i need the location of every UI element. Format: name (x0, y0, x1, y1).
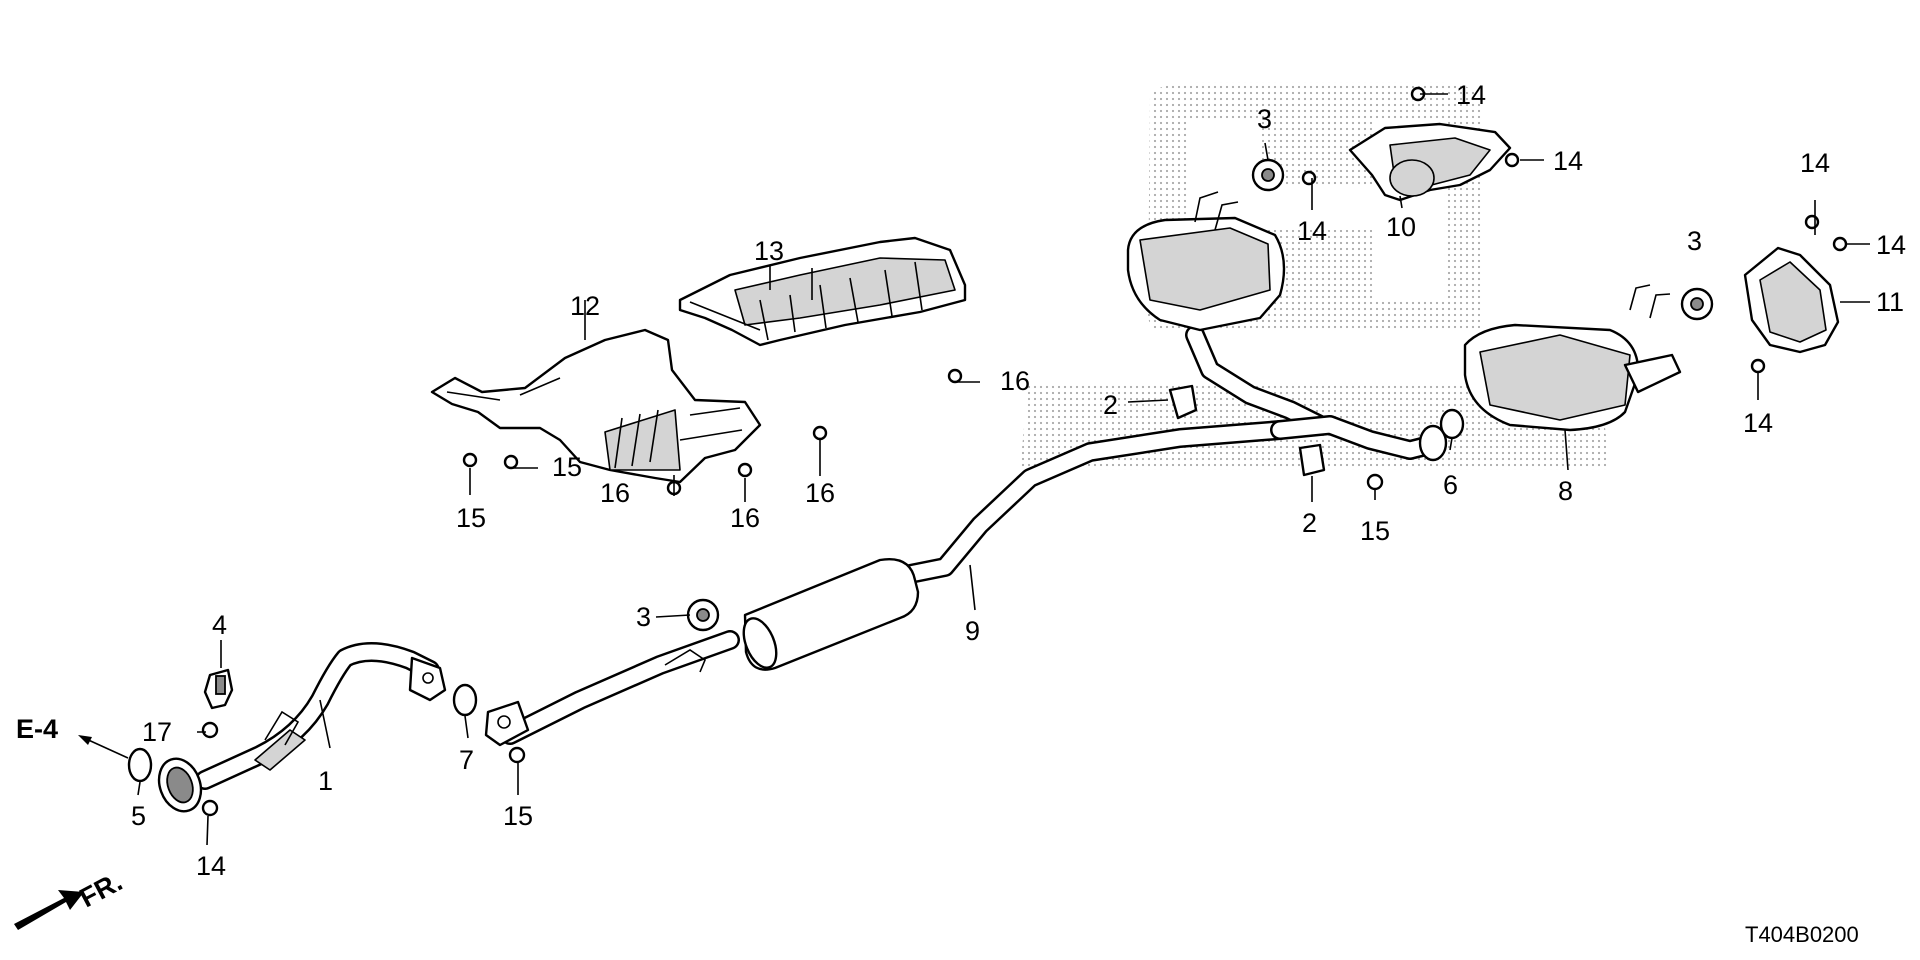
heat-shield-upper (1348, 122, 1512, 202)
callout-3b: 3 (1687, 226, 1702, 256)
callout-4: 4 (212, 610, 227, 640)
callout-7: 7 (459, 745, 474, 775)
callout-16f: 16 (1000, 366, 1030, 396)
diagram-code: T404B0200 (1745, 922, 1859, 947)
callout-12: 12 (570, 291, 600, 321)
callout-14a: 14 (1456, 80, 1486, 110)
heat-shield-front (430, 328, 762, 484)
center-pipe (484, 420, 1290, 747)
callout-15c: 15 (1360, 516, 1390, 546)
front-arrow-icon (14, 890, 84, 930)
callout-3a: 3 (1257, 104, 1272, 134)
rear-pipe-branches (1185, 325, 1448, 462)
heat-shield-rear (678, 236, 967, 347)
callout-14d: 14 (1800, 148, 1830, 178)
callout-1: 1 (318, 766, 333, 796)
rubber-mounts (686, 158, 1714, 632)
callout-8: 8 (1558, 476, 1573, 506)
callout-14f: 14 (1743, 408, 1773, 438)
callout-10: 10 (1386, 212, 1416, 242)
callout-5: 5 (131, 801, 146, 831)
callout-2a: 2 (1103, 390, 1118, 420)
callout-6: 6 (1443, 470, 1458, 500)
callout-16b: 15 (552, 452, 582, 482)
callout-16d: 16 (730, 503, 760, 533)
callout-17: 17 (142, 717, 172, 747)
callout-16e: 16 (805, 478, 835, 508)
callout-15a: 14 (196, 851, 226, 881)
cross-reference: E-4 (16, 714, 129, 759)
muffler-right (1463, 284, 1682, 432)
ref-label: E-4 (16, 714, 58, 744)
hanger-bracket (203, 668, 234, 710)
callout-15b: 15 (503, 801, 533, 831)
heat-shield-right (1743, 246, 1840, 354)
callout-3c: 3 (636, 602, 651, 632)
callout-14e: 14 (1876, 230, 1906, 260)
muffler-left (1126, 191, 1286, 332)
callout-9: 9 (965, 616, 980, 646)
callout-13: 13 (754, 236, 784, 266)
front-pipe (157, 641, 447, 813)
callout-11: 11 (1876, 287, 1904, 317)
callout-labels: 1 2 2 3 3 3 4 5 6 7 8 9 10 11 12 13 14 1… (131, 80, 1906, 881)
callout-16c: 16 (600, 478, 630, 508)
gaskets (127, 408, 1465, 783)
callout-14c: 14 (1553, 146, 1583, 176)
leader-lines (137, 93, 1870, 846)
front-direction: FR. (14, 866, 127, 930)
callout-16a: 15 (456, 503, 486, 533)
callout-14b: 14 (1297, 216, 1327, 246)
front-label: FR. (75, 866, 127, 913)
fasteners (201, 86, 1848, 817)
callout-2b: 2 (1302, 508, 1317, 538)
